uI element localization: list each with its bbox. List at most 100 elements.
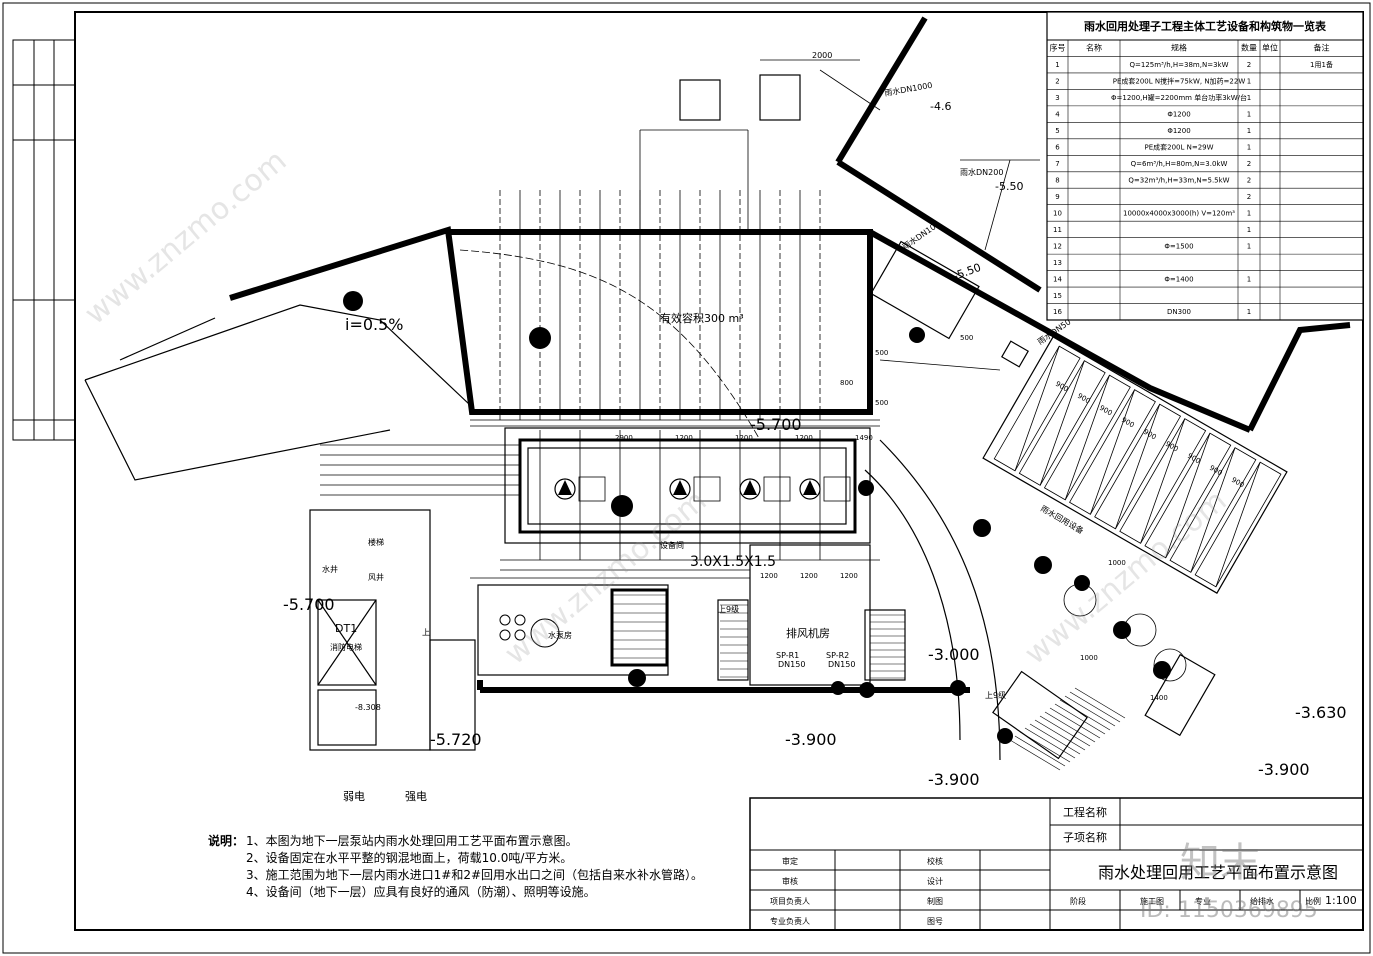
room-label: 楼梯 (368, 537, 384, 547)
table-cell: 4 (1055, 111, 1060, 119)
dim-label: 900 (1142, 428, 1158, 442)
pipe-label: 雨水DN100 (900, 219, 941, 252)
watermark-id: ID: 1150369895 (1140, 898, 1318, 923)
table-cell: 16 (1053, 308, 1062, 316)
table-cell: 1 (1055, 61, 1059, 69)
table-cell: Q=32m³/h,H=33m,N=5.5kW (1128, 176, 1229, 184)
title-block-cell: 校核 (927, 856, 943, 866)
elevator-sub-label: 消防电梯 (330, 642, 362, 652)
elevator-label: DT1 (335, 622, 357, 635)
walls (229, 16, 1351, 693)
title-block-cell: 项目负责人 (770, 896, 810, 906)
dim-label: 1200 (760, 572, 778, 580)
table-cell: PE成套200L N=29W (1144, 143, 1213, 152)
note-line: 4、设备间（地下一层）应具有良好的通风（防潮）、照明等设施。 (246, 885, 596, 899)
elev-label: -4.6 (930, 100, 951, 113)
drawing-title: 雨水处理回用工艺平面布置示意图 (1098, 863, 1338, 882)
title-block-cell: 制图 (927, 896, 943, 906)
room-label: 强电 (405, 790, 427, 803)
table-cell: 1 (1247, 275, 1251, 283)
title-block-cell: 图号 (927, 917, 943, 926)
table-cell: Φ=1400 (1164, 275, 1193, 283)
dn-label: DN150 (828, 660, 855, 669)
elev-label: -5.700 (750, 415, 802, 434)
room-label: 排风机房 (786, 626, 830, 640)
module-label: 雨水回用设备 (1039, 503, 1086, 536)
table-cell: 13 (1053, 259, 1062, 267)
elev-label: -8.308 (355, 703, 381, 712)
room-label: 风井 (368, 572, 384, 582)
table-cell: 2 (1055, 78, 1059, 86)
dn-label: DN150 (778, 660, 805, 669)
dim-label: 900 (1230, 476, 1246, 490)
dim-label: 2000 (812, 51, 832, 60)
table-cell: 8 (1055, 176, 1059, 184)
stage-value: 施工图 (1140, 896, 1164, 906)
major-value: 给排水 (1250, 896, 1274, 906)
table-header-cell: 备注 (1314, 43, 1330, 53)
left-strip (12, 39, 76, 441)
table-cell: 2 (1247, 160, 1251, 168)
notes-label: 说明： (208, 834, 245, 848)
table-cell: 9 (1055, 193, 1059, 201)
table-cell: Φ=1200,H罐=2200mm 单台功率3kW/台 (1111, 93, 1247, 102)
table-header-cell: 数量 (1241, 43, 1257, 53)
room-label: 弱电 (343, 790, 365, 803)
subproject-label: 子项名称 (1063, 830, 1107, 844)
table-cell: Φ=1500 (1164, 242, 1193, 250)
dim-label: 1000 (1080, 654, 1098, 662)
dim-label: 900 (1076, 392, 1092, 406)
table-cell: 11 (1053, 226, 1062, 234)
major-label: 专业 (1195, 896, 1211, 906)
pit-dim-label: 3.0X1.5X1.5 (690, 554, 776, 570)
dim-label: 1400 (1150, 694, 1168, 702)
dim-label: 1490 (855, 434, 873, 442)
dim-label: 500 (875, 349, 888, 357)
title-block-cell: 专业负责人 (770, 916, 810, 926)
elev-label: -5.50 (995, 180, 1023, 193)
pumps (499, 476, 851, 648)
table-cell: 10 (1053, 209, 1062, 217)
table-cell: 2 (1247, 176, 1251, 184)
elev-label: -3.000 (928, 645, 980, 664)
table-cell: Q=6m³/h,H=80m,N=3.0kW (1131, 160, 1228, 168)
table-cell: 2 (1247, 61, 1251, 69)
title-block (749, 797, 1364, 931)
dim-label: 800 (840, 379, 853, 387)
table-cell: 2 (1247, 193, 1251, 201)
dim-label: 1200 (735, 434, 753, 442)
elev-label: -3.630 (1295, 703, 1347, 722)
table-title: 雨水回用处理子工程主体工艺设备和构筑物一览表 (1084, 19, 1327, 33)
slope-label: i=0.5% (345, 315, 404, 334)
table-cell: 12 (1053, 242, 1062, 250)
table-cell: 1 (1247, 209, 1251, 217)
title-block-cell: 审定 (782, 856, 798, 866)
title-block-cell: 设计 (927, 876, 943, 886)
dim-label: 1200 (840, 572, 858, 580)
table-cell: 1 (1247, 144, 1251, 152)
dim-label: 900 (1120, 416, 1136, 430)
table-cell: Φ1200 (1167, 111, 1190, 119)
table-cell: 1用1备 (1310, 60, 1333, 69)
dim-label: 500 (960, 334, 973, 342)
note-line: 3、施工范围为地下一层内雨水进口1#和2#回用水出口之间（包括自来水补水管路）。 (246, 868, 704, 882)
pipe-label: 雨水DN1000 (884, 80, 934, 98)
project-name-label: 工程名称 (1063, 805, 1107, 819)
note-line: 1、本图为地下一层泵站内雨水处理回用工艺平面布置示意图。 (246, 834, 578, 848)
table-header-cell: 规格 (1171, 43, 1187, 53)
scale-label: 比例 (1305, 896, 1321, 906)
dim-label: 1000 (1108, 559, 1126, 567)
table-header-cell: 单位 (1262, 43, 1278, 53)
table-cell: 15 (1053, 292, 1062, 300)
elev-label: -3.900 (928, 770, 980, 789)
pool-volume-label: 有效容积300 m³ (660, 311, 744, 325)
notes: 说明： 1、本图为地下一层泵站内雨水处理回用工艺平面布置示意图。 2、设备固定在… (208, 833, 748, 901)
table-header-cell: 名称 (1086, 43, 1102, 53)
dim-label: 900 (1054, 380, 1070, 394)
table-cell: 1 (1247, 127, 1251, 135)
room-label: 设备间 (660, 540, 684, 550)
stairs (612, 594, 1126, 771)
